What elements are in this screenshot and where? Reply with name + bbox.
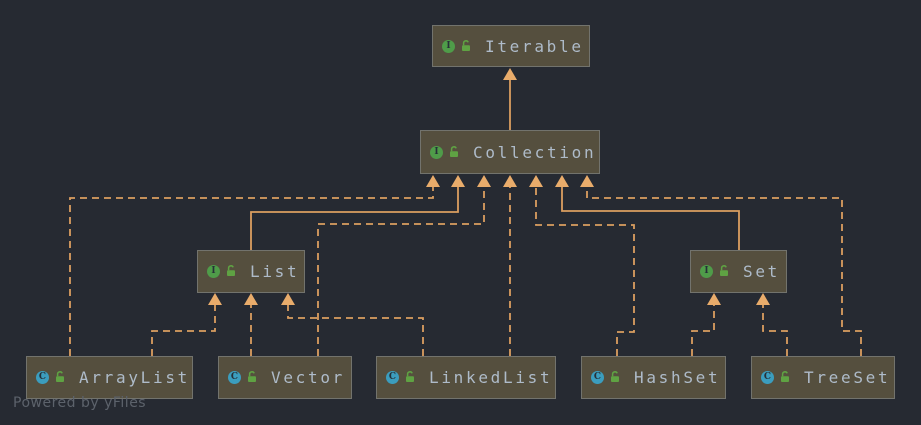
arrowhead-collection-iterable bbox=[503, 68, 517, 80]
class-icon: C bbox=[591, 371, 604, 384]
unlock-icon bbox=[225, 262, 237, 281]
edge-arraylist-list[interactable] bbox=[151, 303, 216, 356]
unlock-icon bbox=[246, 368, 258, 387]
arrowhead-treeset-set bbox=[756, 293, 770, 305]
node-vector[interactable]: C Vector bbox=[218, 356, 352, 399]
node-label: ArrayList bbox=[79, 368, 190, 387]
interface-icon: I bbox=[207, 265, 220, 278]
arrowhead-arraylist-collection bbox=[426, 175, 440, 187]
edge-hashset-collection[interactable] bbox=[535, 185, 635, 356]
class-icon: C bbox=[228, 371, 241, 384]
arrowhead-set-collection bbox=[555, 175, 569, 187]
edge-linkedlist-list[interactable] bbox=[287, 303, 424, 356]
interface-icon: I bbox=[430, 145, 443, 159]
node-hashset[interactable]: C HashSet bbox=[581, 356, 726, 399]
arrowhead-arraylist-list bbox=[208, 293, 222, 305]
arrowhead-linkedlist-list bbox=[281, 293, 295, 305]
unlock-icon bbox=[718, 262, 730, 281]
edge-list-collection[interactable] bbox=[250, 185, 459, 250]
node-treeset[interactable]: C TreeSet bbox=[751, 356, 895, 399]
node-label: Set bbox=[743, 262, 780, 281]
unlock-icon bbox=[54, 368, 66, 387]
node-arraylist[interactable]: C ArrayList bbox=[26, 356, 193, 399]
unlock-icon bbox=[404, 368, 416, 387]
edge-hashset-set[interactable] bbox=[691, 303, 715, 356]
node-set[interactable]: I Set bbox=[690, 250, 787, 293]
node-label: HashSet bbox=[634, 368, 721, 387]
node-list[interactable]: I List bbox=[197, 250, 305, 293]
edge-treeset-set[interactable] bbox=[762, 303, 788, 356]
arrowhead-vector-collection bbox=[477, 175, 491, 187]
arrowhead-treeset-collection bbox=[580, 175, 594, 187]
node-label: LinkedList bbox=[429, 368, 553, 387]
unlock-icon bbox=[779, 368, 791, 387]
node-label: List bbox=[250, 262, 300, 281]
node-label: Collection bbox=[473, 142, 597, 162]
arrowhead-hashset-collection bbox=[529, 175, 543, 187]
unlock-icon bbox=[448, 143, 460, 162]
class-icon: C bbox=[36, 371, 49, 384]
arrowhead-linkedlist-collection bbox=[503, 175, 517, 187]
unlock-icon bbox=[460, 37, 472, 56]
class-icon: C bbox=[386, 371, 399, 384]
node-label: TreeSet bbox=[804, 368, 891, 387]
edge-set-collection[interactable] bbox=[561, 185, 740, 250]
node-label: Vector bbox=[271, 368, 345, 387]
node-collection[interactable]: I Collection bbox=[420, 130, 600, 174]
arrowhead-hashset-set bbox=[707, 293, 721, 305]
node-linkedlist[interactable]: C LinkedList bbox=[376, 356, 556, 399]
class-icon: C bbox=[761, 371, 774, 384]
node-iterable[interactable]: I Iterable bbox=[432, 25, 590, 67]
interface-icon: I bbox=[442, 39, 455, 53]
yfiles-watermark: Powered by yFiles bbox=[13, 395, 147, 411]
interface-icon: I bbox=[700, 265, 713, 278]
arrowhead-list-collection bbox=[451, 175, 465, 187]
edge-vector-collection[interactable] bbox=[317, 185, 485, 356]
node-label: Iterable bbox=[485, 36, 584, 56]
arrowhead-vector-list bbox=[244, 293, 258, 305]
edge-arraylist-collection[interactable] bbox=[69, 185, 434, 356]
unlock-icon bbox=[609, 368, 621, 387]
edge-treeset-collection[interactable] bbox=[586, 185, 862, 356]
